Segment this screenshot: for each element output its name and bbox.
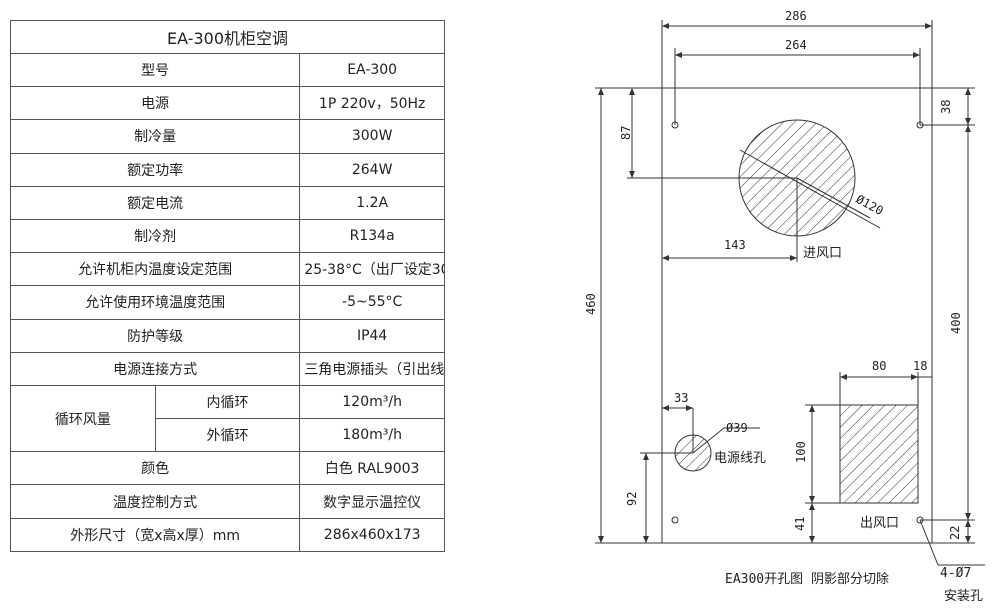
inlet-label: 进风口 <box>803 246 842 261</box>
table-row: 循环风量 内循环 120m³/h <box>10 384 445 453</box>
dim-38: 38 <box>939 100 953 114</box>
dim-80: 80 <box>872 359 886 373</box>
spec-table: EA-300机柜空调 型号 EA-300 电源 1P 220v，50Hz 制冷量… <box>9 20 445 552</box>
table-row: 型号 EA-300 <box>9 52 445 88</box>
mount-count-label: 4-Ø7 <box>940 566 971 581</box>
table-row: 制冷剂 R134a <box>9 218 445 254</box>
table-row: 允许使用环境温度范围 -5~55°C <box>9 285 445 320</box>
outlet-cutout <box>839 404 919 504</box>
outlet-label: 出风口 <box>860 516 899 531</box>
row-value: 1.2A <box>299 185 445 220</box>
row-value: 25-38°C（出厂设定30°C） <box>299 252 445 287</box>
dim-286: 286 <box>785 9 807 23</box>
row-label: 电源 <box>9 86 301 121</box>
table-row: 外形尺寸（宽x高x厚）mm 286x460x173 <box>9 517 445 552</box>
dim-100: 100 <box>794 441 808 463</box>
table-title: EA-300机柜空调 <box>10 20 445 54</box>
row-label: 颜色 <box>9 451 301 486</box>
mount-hole-label: 安装孔 <box>944 589 983 604</box>
panel-outline <box>661 87 933 544</box>
dim-264: 264 <box>785 38 807 52</box>
cutout-drawing: 286 264 38 87 Ø120 143 460 400 80 18 33 … <box>584 9 985 604</box>
table-row: 额定电流 1.2A <box>9 185 445 220</box>
table-row: 允许机柜内温度设定范围 25-38°C（出厂设定30°C） <box>9 252 445 287</box>
airflow-inner-label: 内循环 <box>154 384 301 420</box>
mount-hole <box>671 121 679 129</box>
dim-diameter-39: Ø39 <box>726 421 748 435</box>
row-value: 286x460x173 <box>299 517 445 552</box>
row-value: R134a <box>299 218 445 254</box>
airflow-inner-value: 120m³/h <box>299 384 445 420</box>
row-label: 型号 <box>9 52 301 88</box>
table-row: 额定功率 264W <box>9 152 445 187</box>
row-label: 温度控制方式 <box>9 484 301 519</box>
row-label: 制冷剂 <box>9 218 301 254</box>
row-value: IP44 <box>299 318 445 353</box>
table-row: 制冷量 300W <box>9 119 445 154</box>
dim-41: 41 <box>793 517 807 531</box>
row-value: 白色 RAL9003 <box>299 451 445 486</box>
dim-22: 22 <box>948 526 962 540</box>
table-row: 电源连接方式 三角电源插头（引出线长2m） <box>9 351 445 386</box>
dim-400: 400 <box>949 312 963 334</box>
table-row: 电源 1P 220v，50Hz <box>9 86 445 121</box>
mount-hole <box>916 121 924 129</box>
dim-92: 92 <box>625 492 639 506</box>
dim-33: 33 <box>674 391 688 405</box>
table-row: 防护等级 IP44 <box>9 318 445 353</box>
row-value: 三角电源插头（引出线长2m） <box>299 351 445 386</box>
dim-143: 143 <box>724 238 746 252</box>
row-label: 允许使用环境温度范围 <box>9 285 301 320</box>
dim-460: 460 <box>584 293 598 315</box>
airflow-outer-value: 180m³/h <box>299 418 445 453</box>
airflow-label: 循环风量 <box>10 384 156 453</box>
row-label: 允许机柜内温度设定范围 <box>9 252 301 287</box>
table-row: 颜色 白色 RAL9003 <box>9 451 445 486</box>
table-row: 温度控制方式 数字显示温控仪 <box>9 484 445 519</box>
row-label: 外形尺寸（宽x高x厚）mm <box>9 517 301 552</box>
row-label: 电源连接方式 <box>9 351 301 386</box>
airflow-outer-label: 外循环 <box>154 418 301 453</box>
dim-18: 18 <box>913 359 927 373</box>
mount-hole <box>671 516 679 524</box>
row-value: EA-300 <box>299 52 445 88</box>
table-row: 外循环 180m³/h <box>11 418 445 453</box>
drawing-caption: EA300开孔图 阴影部分切除 <box>725 572 889 587</box>
row-value: 300W <box>299 119 445 154</box>
row-label: 制冷量 <box>9 119 301 154</box>
dim-diameter-120: Ø120 <box>854 192 886 218</box>
dim-87: 87 <box>619 126 633 140</box>
mount-hole <box>916 516 924 524</box>
row-label: 防护等级 <box>9 318 301 353</box>
row-label: 额定功率 <box>9 152 301 187</box>
row-value: 1P 220v，50Hz <box>299 86 445 121</box>
row-label: 额定电流 <box>9 185 301 220</box>
cable-hole-label: 电源线孔 <box>714 451 766 466</box>
row-value: 数字显示温控仪 <box>299 484 445 519</box>
row-value: 264W <box>299 152 445 187</box>
row-value: -5~55°C <box>299 285 445 320</box>
